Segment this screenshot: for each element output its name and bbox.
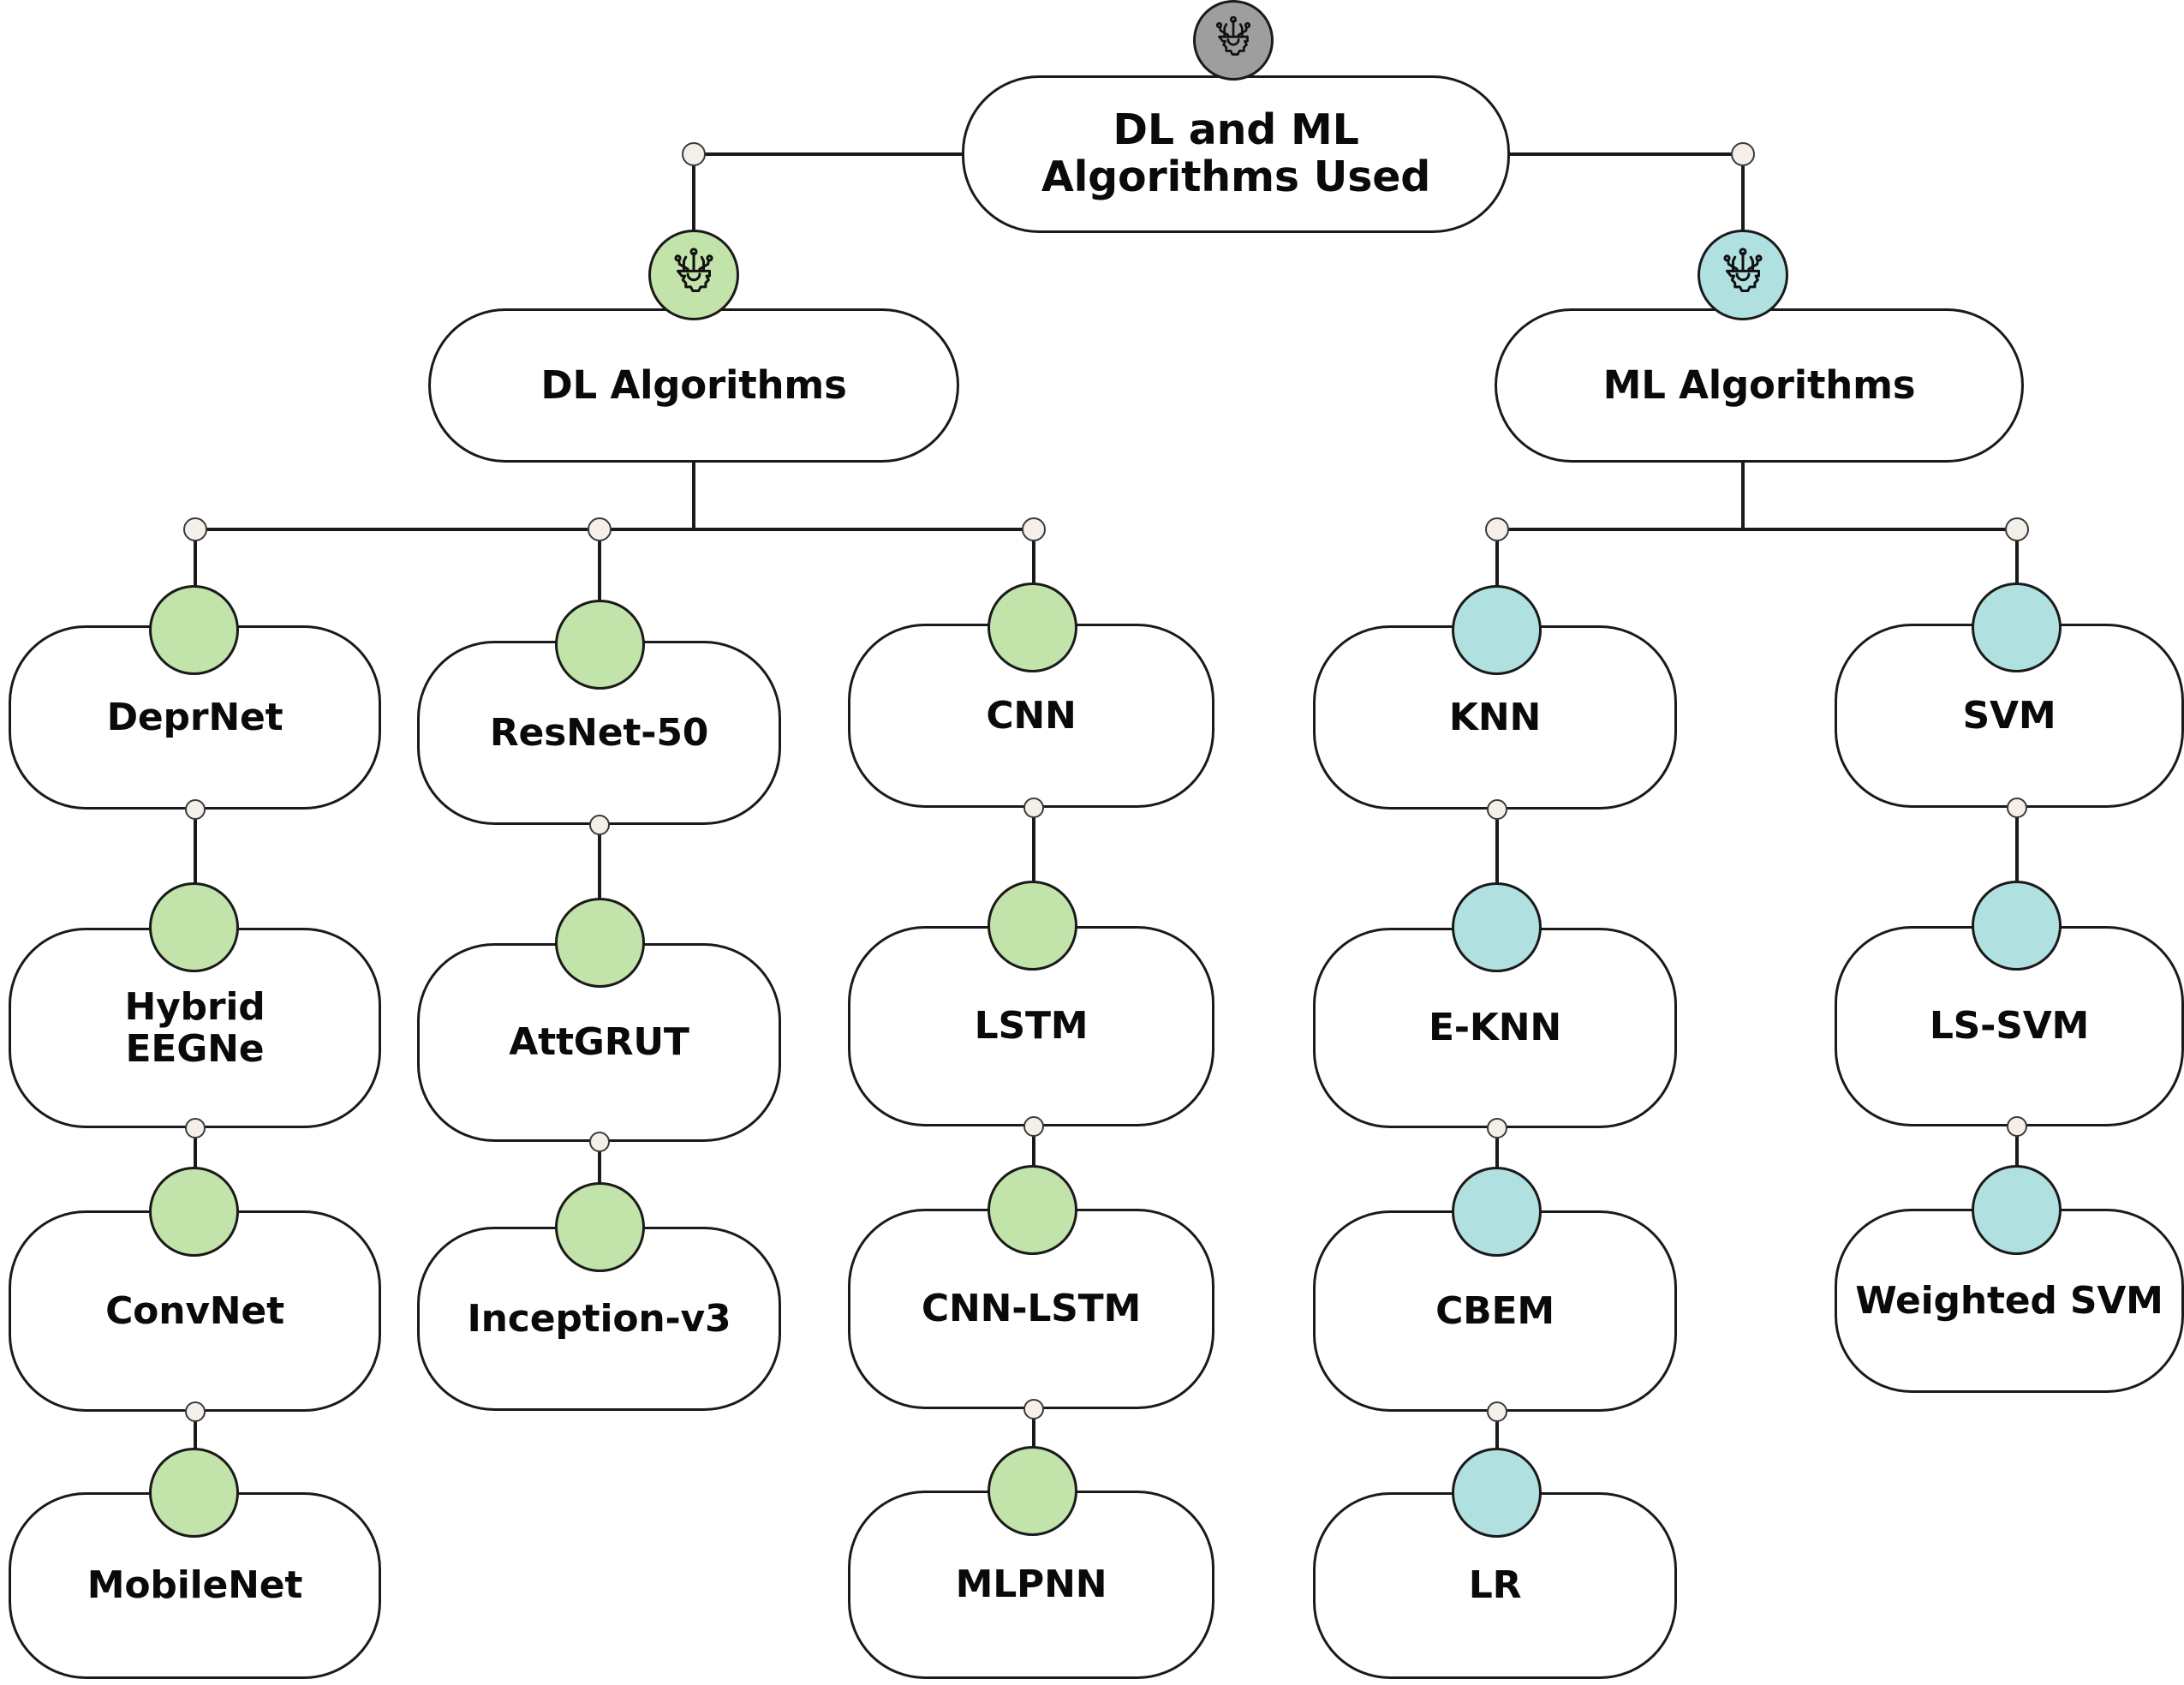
mlpnn-accent-circle (988, 1446, 1077, 1536)
root-ai-gear-icon (1193, 0, 1274, 81)
junction-dot-dl-col1 (183, 517, 207, 541)
node-mobilenet-label: MobileNet (87, 1563, 303, 1608)
resnet-50-accent-circle (555, 600, 645, 690)
node-lr-label: LR (1468, 1563, 1522, 1608)
node-weighted-svm-label: Weighted SVM (1855, 1278, 2163, 1323)
node-lstm-label: LSTM (974, 1004, 1089, 1049)
node-ls-svm-label: LS-SVM (1929, 1004, 2090, 1049)
knn-accent-circle (1452, 585, 1542, 675)
node-cnn-label: CNN (986, 693, 1077, 738)
junction-dot-c4-r3 (1487, 1401, 1507, 1422)
node-root[interactable]: DL and ML Algorithms Used (962, 75, 1510, 233)
junction-dot-c5-r1 (2007, 798, 2027, 818)
junction-dot-c3-r2 (1023, 1116, 1044, 1137)
svm-accent-circle (1972, 583, 2062, 672)
dl-ai-gear-icon (648, 230, 739, 320)
ls-svm-accent-circle (1972, 881, 2062, 971)
lstm-accent-circle (988, 881, 1077, 971)
junction-dot-c1-r3 (185, 1401, 206, 1422)
node-cbem[interactable]: CBEM (1313, 1210, 1677, 1412)
node-knn-label: KNN (1448, 695, 1542, 739)
node-mlpnn[interactable]: MLPNN (848, 1491, 1214, 1679)
node-root-label: DL and ML Algorithms Used (1041, 105, 1431, 201)
lr-accent-circle (1452, 1448, 1542, 1538)
cbem-accent-circle (1452, 1167, 1542, 1257)
convnet-accent-circle (149, 1167, 239, 1257)
node-svm-label: SVM (1962, 693, 2056, 738)
junction-dot-ml-col2 (2005, 517, 2029, 541)
node-deprnet-label: DeprNet (106, 695, 283, 739)
junction-dot-c3-r1 (1023, 798, 1044, 818)
cnn-accent-circle (988, 583, 1077, 672)
node-ml-algorithms-label: ML Algorithms (1602, 361, 1916, 408)
junction-dot-root-left (682, 142, 706, 166)
inception-v3-accent-circle (555, 1182, 645, 1272)
node-e-knn-label: E-KNN (1428, 1006, 1562, 1050)
cnn-lstm-accent-circle (988, 1165, 1077, 1255)
hybrid-eegne-accent-circle (149, 882, 239, 972)
node-weighted-svm[interactable]: Weighted SVM (1835, 1209, 2184, 1393)
junction-dot-c5-r2 (2007, 1116, 2027, 1137)
node-dl-algorithms-label: DL Algorithms (540, 361, 847, 408)
deprnet-accent-circle (149, 585, 239, 675)
weighted-svm-accent-circle (1972, 1165, 2062, 1255)
node-dl-algorithms[interactable]: DL Algorithms (428, 308, 959, 463)
node-ml-algorithms[interactable]: ML Algorithms (1495, 308, 2024, 463)
junction-dot-c4-r2 (1487, 1118, 1507, 1138)
mobilenet-accent-circle (149, 1448, 239, 1538)
node-hybrid-eegne-label: Hybrid EEGNe (124, 984, 266, 1071)
junction-dot-c3-r3 (1023, 1399, 1044, 1419)
junction-dot-dl-col2 (588, 517, 612, 541)
junction-dot-c2-r2 (589, 1132, 610, 1152)
junction-dot-c2-r1 (589, 815, 610, 835)
node-cnn-lstm-label: CNN-LSTM (921, 1287, 1142, 1331)
node-mlpnn-label: MLPNN (955, 1563, 1107, 1607)
junction-dot-c4-r1 (1487, 799, 1507, 820)
node-convnet-label: ConvNet (105, 1288, 284, 1333)
e-knn-accent-circle (1452, 882, 1542, 972)
node-resnet-50-label: ResNet-50 (489, 710, 709, 755)
attgrut-accent-circle (555, 898, 645, 988)
ml-ai-gear-icon (1698, 230, 1788, 320)
junction-dot-root-right (1731, 142, 1755, 166)
node-cbem-label: CBEM (1435, 1288, 1554, 1333)
junction-dot-c1-r2 (185, 1118, 206, 1138)
node-inception-v3-label: Inception-v3 (467, 1296, 731, 1341)
junction-dot-c1-r1 (185, 799, 206, 820)
junction-dot-dl-col3 (1022, 517, 1046, 541)
node-svm[interactable]: SVM (1835, 624, 2184, 808)
junction-dot-ml-col1 (1485, 517, 1509, 541)
node-attgrut-label: AttGRUT (509, 1020, 689, 1065)
